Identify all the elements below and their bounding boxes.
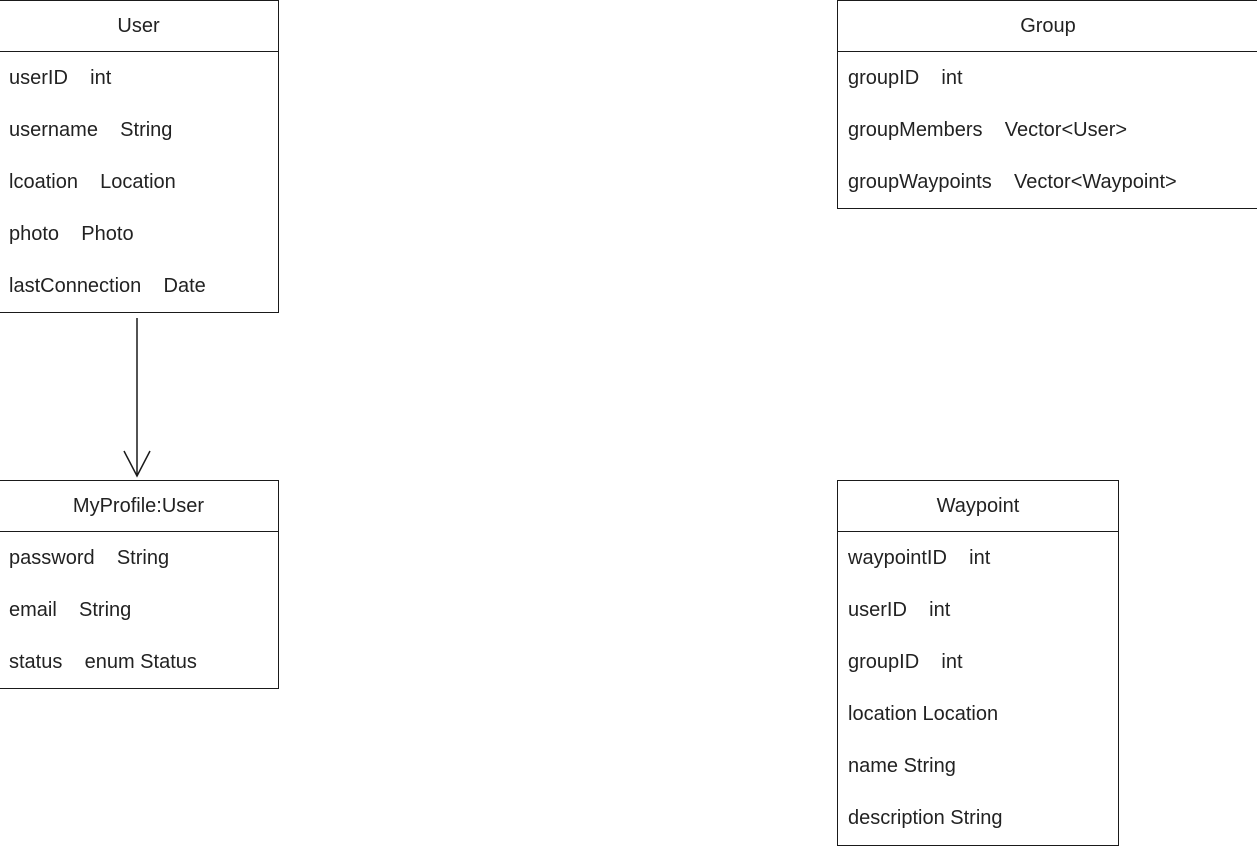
attribute-row: lcoation Location [0, 156, 278, 208]
attribute-type: Location [922, 703, 999, 725]
attribute-name: lastConnection [9, 275, 142, 297]
attribute-type: int [941, 67, 963, 89]
attribute-separator [947, 532, 969, 584]
attribute-row: groupID int [838, 52, 1257, 104]
class-user-title: User [0, 1, 278, 52]
attribute-separator [919, 52, 941, 104]
attribute-row: password String [0, 532, 278, 584]
attribute-name: name [848, 755, 899, 777]
attribute-row: userID int [838, 584, 1118, 636]
attribute-name: groupWaypoints [848, 171, 992, 193]
attribute-type: Date [163, 275, 206, 297]
attribute-type: enum Status [84, 651, 197, 673]
attribute-type: Location [100, 171, 176, 193]
attribute-name: password [9, 547, 95, 569]
attribute-name: groupMembers [848, 119, 983, 141]
attribute-row: name String [838, 740, 1118, 792]
class-waypoint-title: Waypoint [838, 481, 1118, 532]
attribute-type: Photo [81, 223, 134, 245]
attribute-name: userID [848, 599, 907, 621]
attribute-name: location [848, 703, 917, 725]
class-group-title: Group [838, 1, 1257, 52]
attribute-name: lcoation [9, 171, 78, 193]
attribute-separator [919, 636, 941, 688]
attribute-type: Vector<Waypoint> [1014, 171, 1177, 193]
attribute-row: status enum Status [0, 636, 278, 688]
attribute-row: waypointID int [838, 532, 1118, 584]
attribute-type: String [903, 755, 956, 777]
attribute-name: email [9, 599, 57, 621]
attribute-separator [907, 584, 929, 636]
attribute-type: int [90, 67, 112, 89]
attribute-name: description [848, 807, 945, 829]
attribute-row: photo Photo [0, 208, 278, 260]
attribute-separator [983, 104, 1005, 156]
attribute-row: username String [0, 104, 278, 156]
attribute-separator [95, 532, 117, 584]
attribute-name: status [9, 651, 63, 673]
attribute-name: waypointID [848, 547, 947, 569]
attribute-separator [78, 156, 100, 208]
attribute-separator [59, 208, 81, 260]
attribute-name: photo [9, 223, 60, 245]
attribute-separator [141, 260, 163, 312]
attribute-type: String [79, 599, 132, 621]
attribute-separator [62, 636, 84, 688]
attribute-separator [57, 584, 79, 636]
attribute-type: int [929, 599, 951, 621]
attribute-row: location Location [838, 688, 1118, 740]
attribute-separator [98, 104, 120, 156]
attribute-row: groupID int [838, 636, 1118, 688]
attribute-name: username [9, 119, 98, 141]
attribute-row: userID int [0, 52, 278, 104]
attribute-separator [68, 52, 90, 104]
attribute-type: String [950, 807, 1003, 829]
attribute-type: String [116, 547, 170, 569]
class-myprofile-title: MyProfile:User [0, 481, 278, 532]
attribute-type: String [120, 119, 173, 141]
attribute-row: groupWaypoints Vector<Waypoint> [838, 156, 1257, 208]
attribute-row: description String [838, 792, 1118, 844]
attribute-name: groupID [848, 651, 920, 673]
attribute-row: email String [0, 584, 278, 636]
association-arrowhead-icon [123, 450, 151, 478]
attribute-name: userID [9, 67, 68, 89]
attribute-type: int [969, 547, 991, 569]
attribute-type: int [941, 651, 963, 673]
attribute-row: groupMembers Vector<User> [838, 104, 1257, 156]
attribute-name: groupID [848, 67, 920, 89]
attribute-row: lastConnection Date [0, 260, 278, 312]
attribute-separator [992, 156, 1014, 208]
attribute-type: Vector<User> [1004, 119, 1128, 141]
